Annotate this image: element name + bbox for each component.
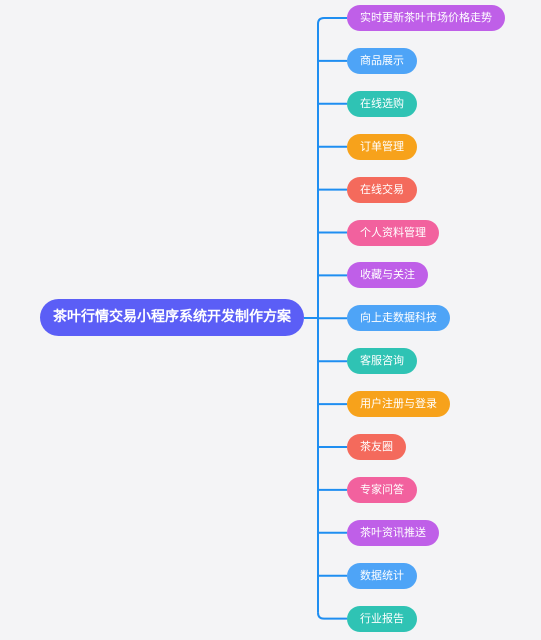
branch-topic[interactable]: 茶友圈 [347,434,406,460]
branch-connector [317,17,347,25]
branch-topic[interactable]: 专家问答 [347,476,417,503]
root-topic[interactable]: 茶叶行情交易小程序系统开发制作方案 [40,299,304,336]
branch-topic[interactable]: 商品展示 [347,47,417,74]
branch-topic[interactable]: 订单管理 [347,133,417,160]
branch-topic[interactable]: 收藏与关注 [347,262,428,289]
branch-topic[interactable]: 个人资料管理 [347,219,439,246]
branch-topic[interactable]: 用户注册与登录 [347,391,450,418]
branch-topic[interactable]: 向上走数据科技 [347,305,450,332]
branch-connector [317,612,347,620]
branch-topic[interactable]: 在线交易 [347,176,417,203]
branch-topic[interactable]: 茶叶资讯推送 [347,519,439,546]
branch-topic[interactable]: 数据统计 [347,562,417,589]
branch-topic[interactable]: 客服咨询 [347,348,417,375]
branch-topic[interactable]: 在线选购 [347,90,417,117]
branch-topic[interactable]: 行业报告 [347,605,417,632]
branch-topic[interactable]: 实时更新茶叶市场价格走势 [347,5,505,31]
